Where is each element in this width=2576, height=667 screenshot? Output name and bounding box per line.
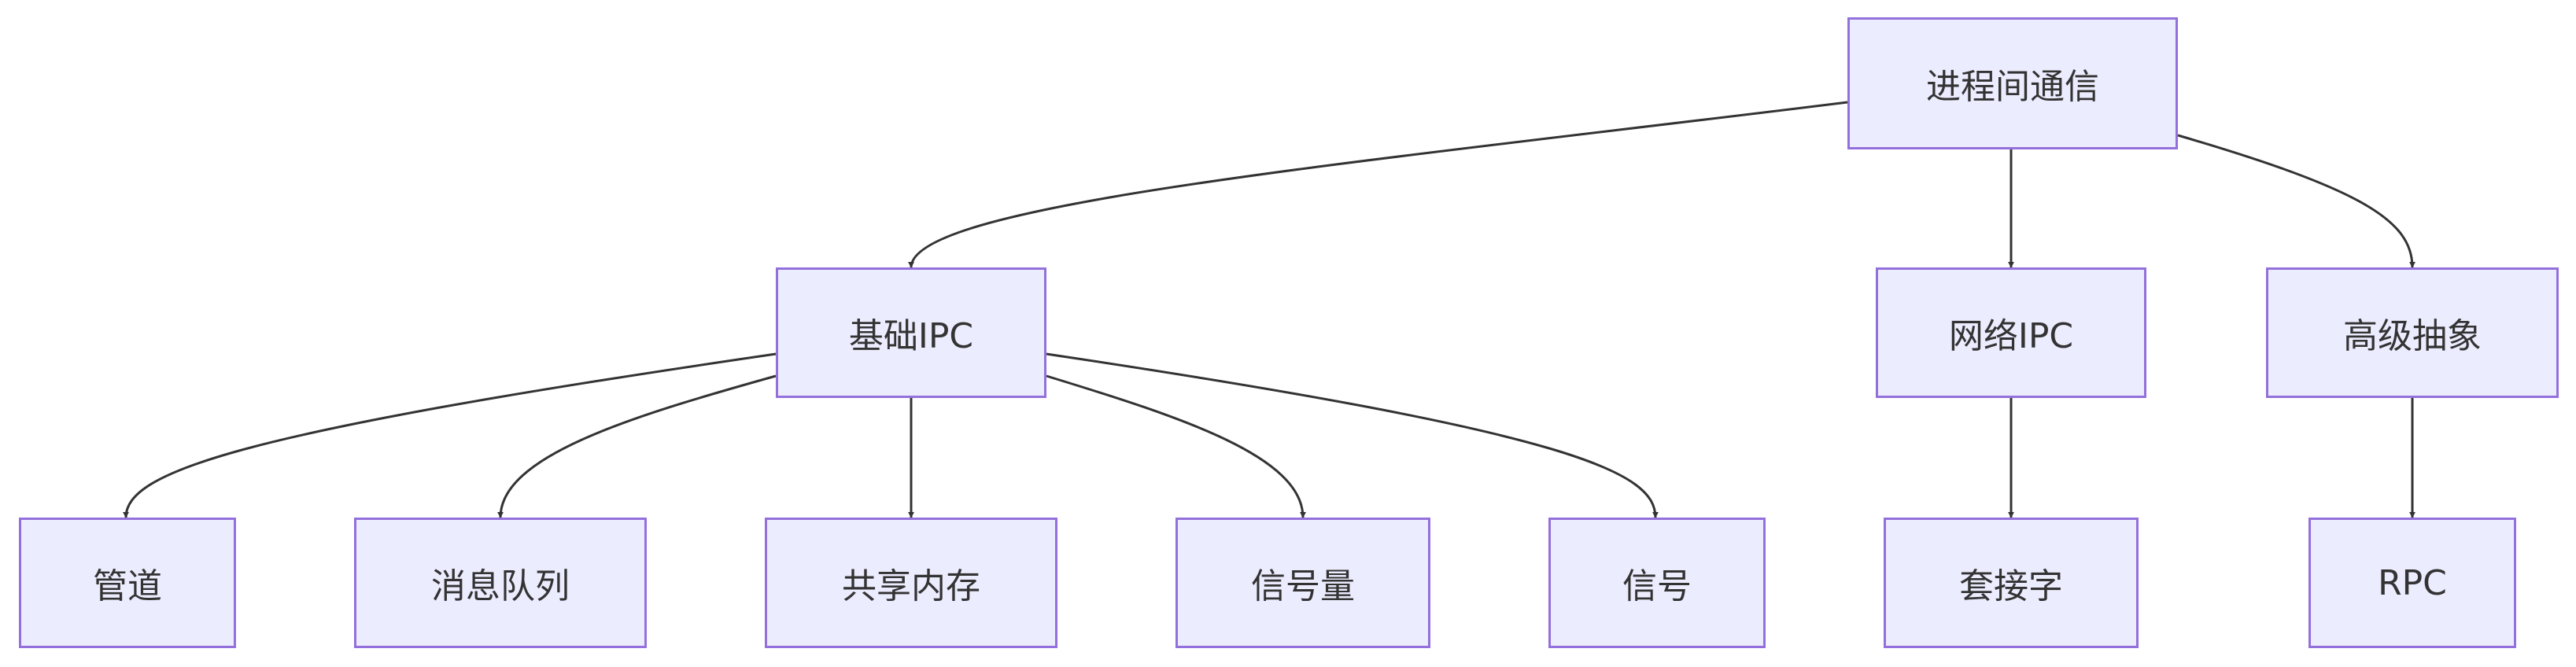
node-socket: 套接字 <box>1884 518 2139 648</box>
node-network-ipc: 网络IPC <box>1876 267 2146 398</box>
edge-root-high-level <box>2177 134 2415 268</box>
node-semaphore: 信号量 <box>1175 518 1430 648</box>
node-rpc: RPC <box>2308 518 2516 648</box>
node-pipe: 管道 <box>19 518 236 648</box>
edge-basic-message-queue <box>497 374 777 518</box>
node-root: 进程间通信 <box>1847 17 2178 149</box>
edge-root-basic-ipc <box>908 101 1848 268</box>
edge-basic-signal <box>1046 352 1659 518</box>
edge-basic-pipe <box>123 352 777 518</box>
node-high-level: 高级抽象 <box>2266 267 2559 398</box>
node-signal: 信号 <box>1548 518 1766 648</box>
node-message-queue: 消息队列 <box>354 518 647 648</box>
edge-basic-semaphore <box>1046 374 1306 518</box>
node-shared-memory: 共享内存 <box>765 518 1057 648</box>
node-basic-ipc: 基础IPC <box>776 267 1046 398</box>
